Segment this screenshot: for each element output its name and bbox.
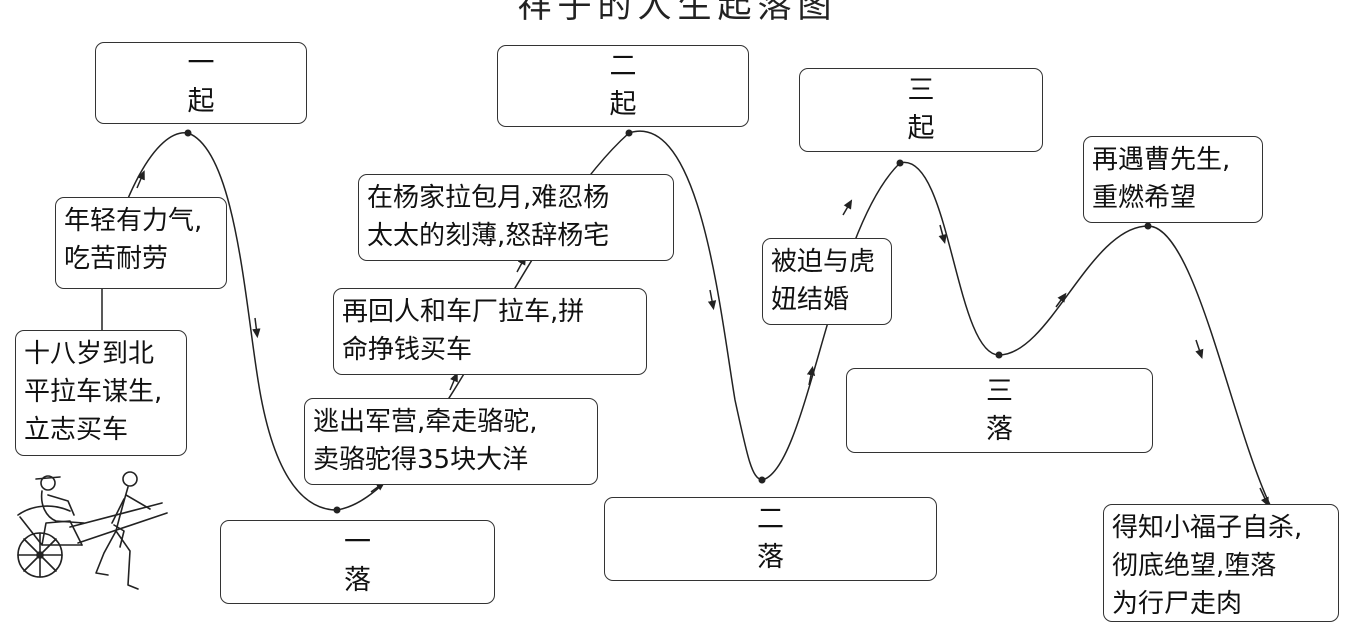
- stage-fall-2: 二 落: [604, 497, 937, 581]
- stage-rise-2: 二 起: [497, 45, 749, 127]
- stage-rise-1: 一 起: [95, 42, 307, 124]
- note-cao: 再遇曹先生, 重燃希望: [1083, 136, 1263, 223]
- note-start: 十八岁到北 平拉车谋生, 立志买车: [15, 330, 187, 456]
- note-escape: 逃出军营,牵走骆驼, 卖骆驼得35块大洋: [304, 398, 598, 485]
- note-marry: 被迫与虎 妞结婚: [762, 238, 892, 325]
- stage-number: 一: [187, 48, 215, 79]
- stage-fall-3: 三 落: [846, 368, 1153, 453]
- stage-number: 二: [757, 504, 784, 535]
- note-back: 再回人和车厂拉车,拼 命挣钱买车: [333, 288, 647, 375]
- stage-number: 三: [986, 375, 1013, 407]
- note-end: 得知小福子自杀, 彻底绝望,堕落 为行尸走肉: [1103, 504, 1339, 622]
- stage-word: 起: [187, 86, 215, 117]
- stage-fall-1: 一 落: [220, 520, 495, 604]
- stage-rise-3: 三 起: [799, 68, 1043, 152]
- stage-word: 落: [986, 413, 1013, 445]
- stage-word: 起: [907, 113, 935, 144]
- note-young: 年轻有力气, 吃苦耐劳: [55, 197, 227, 289]
- stage-word: 起: [609, 89, 637, 120]
- stage-word: 落: [344, 565, 371, 596]
- stage-number: 二: [609, 51, 637, 82]
- stage-word: 落: [757, 542, 784, 573]
- rickshaw-illustration: [17, 471, 168, 590]
- stage-number: 一: [344, 527, 371, 558]
- stage-number: 三: [907, 75, 935, 106]
- note-yang: 在杨家拉包月,难忍杨 太太的刻薄,怒辞杨宅: [358, 174, 674, 261]
- diagram-title: 祥子的人生起落图: [517, 0, 838, 26]
